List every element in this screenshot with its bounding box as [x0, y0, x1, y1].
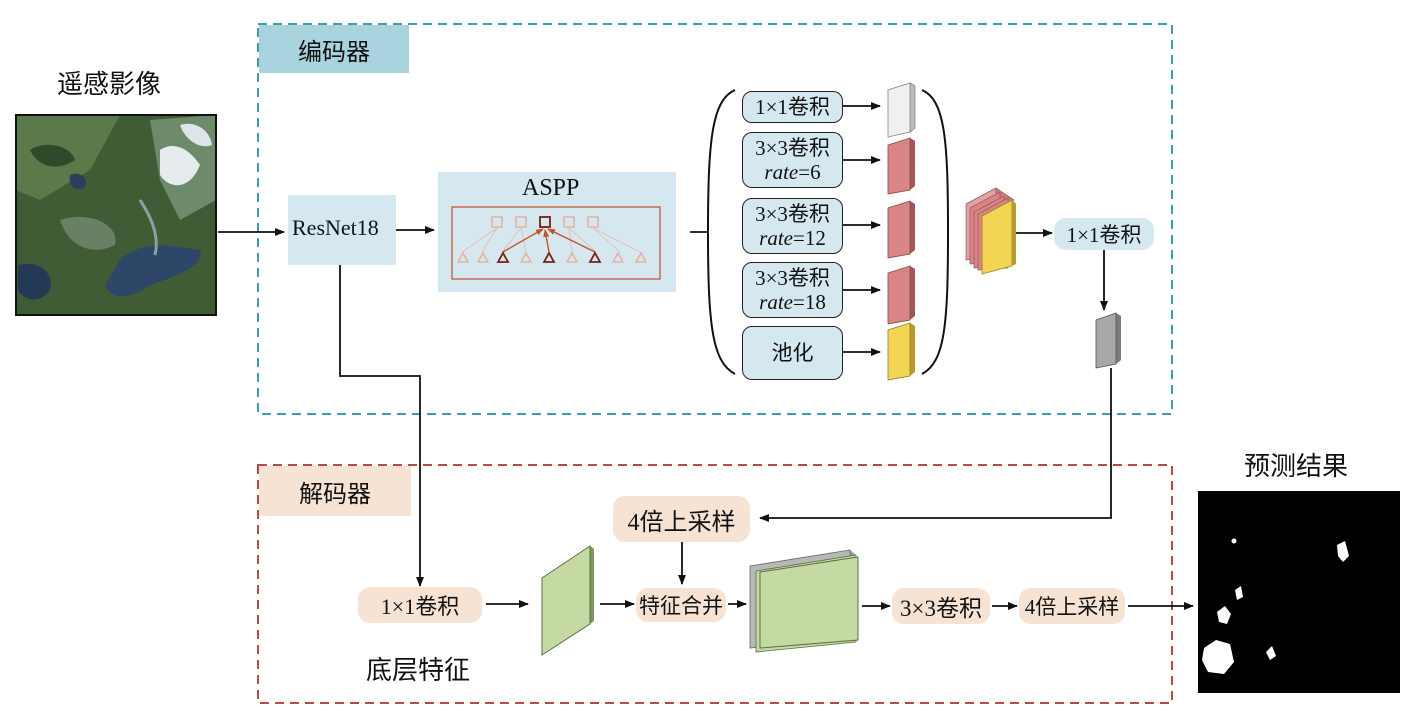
feature-map-pink-1	[887, 137, 915, 195]
branch-rate18: 3×3卷积 rate=18	[742, 262, 843, 318]
left-brace	[706, 89, 736, 375]
aspp-inner-frame	[451, 206, 661, 280]
concat-label: 特征合并	[636, 588, 726, 622]
branch-rate18-line2: rate=18	[759, 290, 826, 314]
input-image	[15, 114, 217, 316]
upsample-out-label: 4倍上采样	[1019, 588, 1125, 624]
decoder-frame	[257, 464, 1173, 704]
right-brace	[921, 89, 950, 375]
encoder-frame	[257, 23, 1173, 415]
feature-map-white	[887, 82, 916, 138]
branch-rate12-line2: rate=12	[759, 226, 826, 250]
resnet-box	[288, 195, 396, 265]
encoder-tag: 编码器	[259, 25, 409, 73]
feature-map-pink-2	[887, 200, 915, 259]
resnet-label: ResNet18	[292, 215, 379, 240]
low-conv-label: 1×1卷积	[358, 587, 482, 623]
output-title: 预测结果	[1244, 452, 1349, 481]
low-feature-label: 底层特征	[366, 656, 471, 685]
branch-pooling-label: 池化	[771, 341, 814, 365]
branch-rate12: 3×3卷积 rate=12	[742, 198, 843, 254]
branch-rate18-line1: 3×3卷积	[755, 266, 830, 290]
conv3x3-label: 3×3卷积	[892, 588, 990, 624]
feature-map-yellow	[887, 322, 915, 381]
decoder-tag: 解码器	[259, 466, 411, 516]
branch-rate12-line1: 3×3卷积	[755, 202, 830, 226]
concat-feature-stack	[965, 187, 1016, 275]
branch-rate6: 3×3卷积 rate=6	[742, 132, 843, 188]
fuse-conv-label: 1×1卷积	[1054, 218, 1154, 250]
feature-map-pink-3	[887, 265, 915, 325]
branch-conv1x1: 1×1卷积	[742, 91, 843, 123]
aspp-atrous-illustration	[456, 216, 648, 263]
feature-map-green-low	[541, 545, 594, 656]
output-prediction	[1198, 491, 1400, 693]
branch-rate6-line2: rate=6	[764, 160, 821, 184]
feature-map-gray	[1095, 312, 1121, 369]
feature-map-green-concat	[749, 549, 859, 653]
branch-pooling: 池化	[742, 326, 843, 380]
branch-conv1x1-label: 1×1卷积	[755, 95, 830, 119]
branch-rate6-line1: 3×3卷积	[755, 136, 830, 160]
aspp-box	[438, 172, 676, 292]
input-title: 遥感影像	[57, 70, 162, 99]
upsample-top: 4倍上采样	[613, 496, 750, 542]
aspp-title: ASPP	[522, 175, 580, 201]
